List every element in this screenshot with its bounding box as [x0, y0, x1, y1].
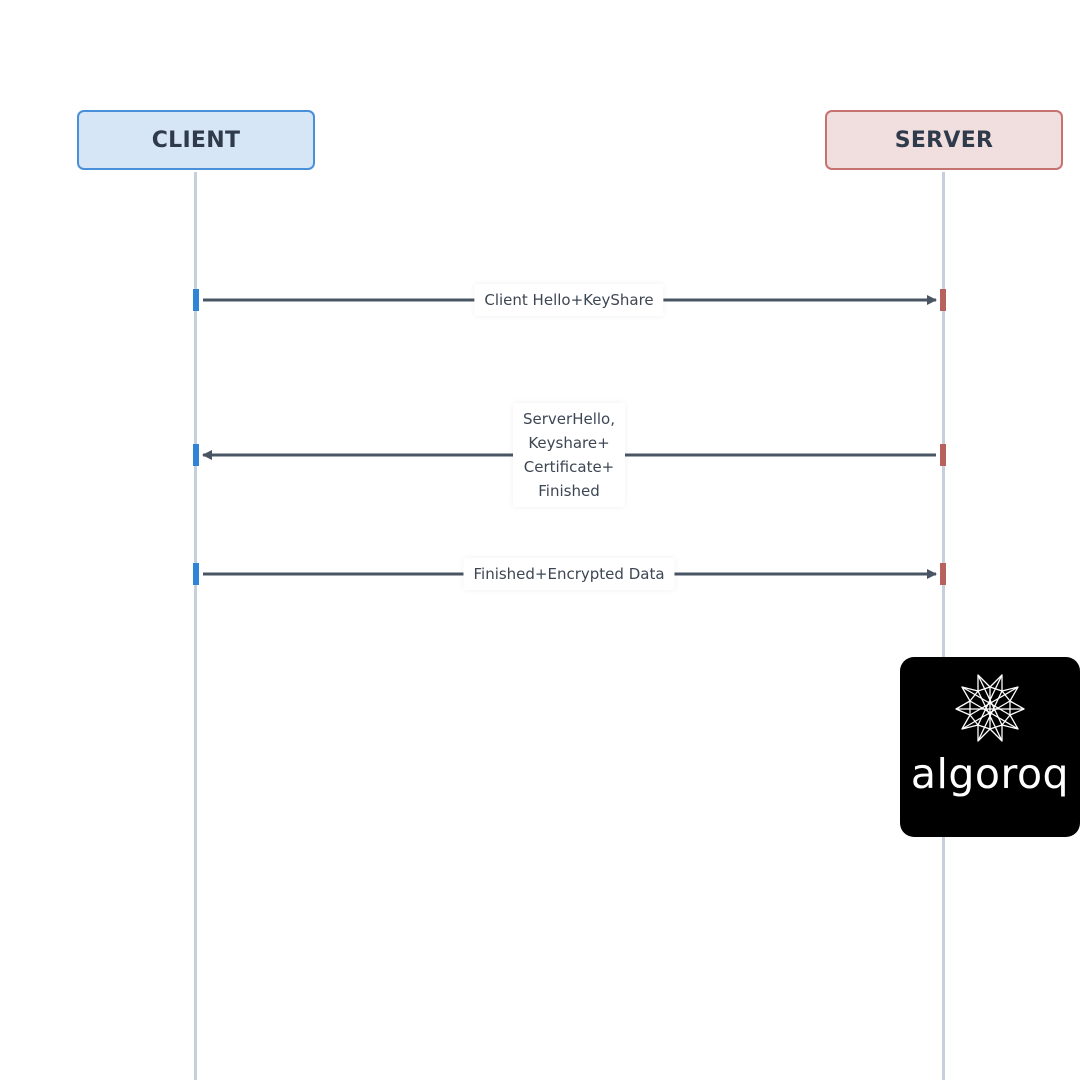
message-text: Finished+Encrypted Data: [473, 565, 665, 583]
algoroq-logo: algoroq: [900, 657, 1080, 837]
message-text: Keyshare+: [528, 434, 610, 452]
server-activation-3: [940, 563, 946, 585]
server-lifeline: [942, 172, 945, 1080]
client-participant: CLIENT: [77, 110, 315, 170]
message-text: ServerHello,: [523, 410, 615, 428]
server-activation-2: [940, 444, 946, 466]
star-polyhedron-icon: algoroq: [911, 674, 1069, 798]
server-activation-1: [940, 289, 946, 311]
message-label-server-hello: ServerHello, Keyshare+ Certificate+ Fini…: [513, 403, 625, 507]
client-label: CLIENT: [151, 127, 241, 153]
server-label: SERVER: [894, 127, 994, 153]
message-text: Certificate+: [523, 458, 615, 476]
client-activation-3: [193, 563, 199, 585]
message-label-client-hello: Client Hello+KeyShare: [474, 284, 664, 316]
message-text: Client Hello+KeyShare: [484, 291, 654, 309]
client-lifeline: [194, 172, 197, 1080]
client-activation-1: [193, 289, 199, 311]
message-text: Finished: [538, 482, 600, 500]
logo-text: algoroq: [911, 750, 1069, 798]
client-activation-2: [193, 444, 199, 466]
server-participant: SERVER: [825, 110, 1063, 170]
message-label-finished: Finished+Encrypted Data: [463, 558, 675, 590]
